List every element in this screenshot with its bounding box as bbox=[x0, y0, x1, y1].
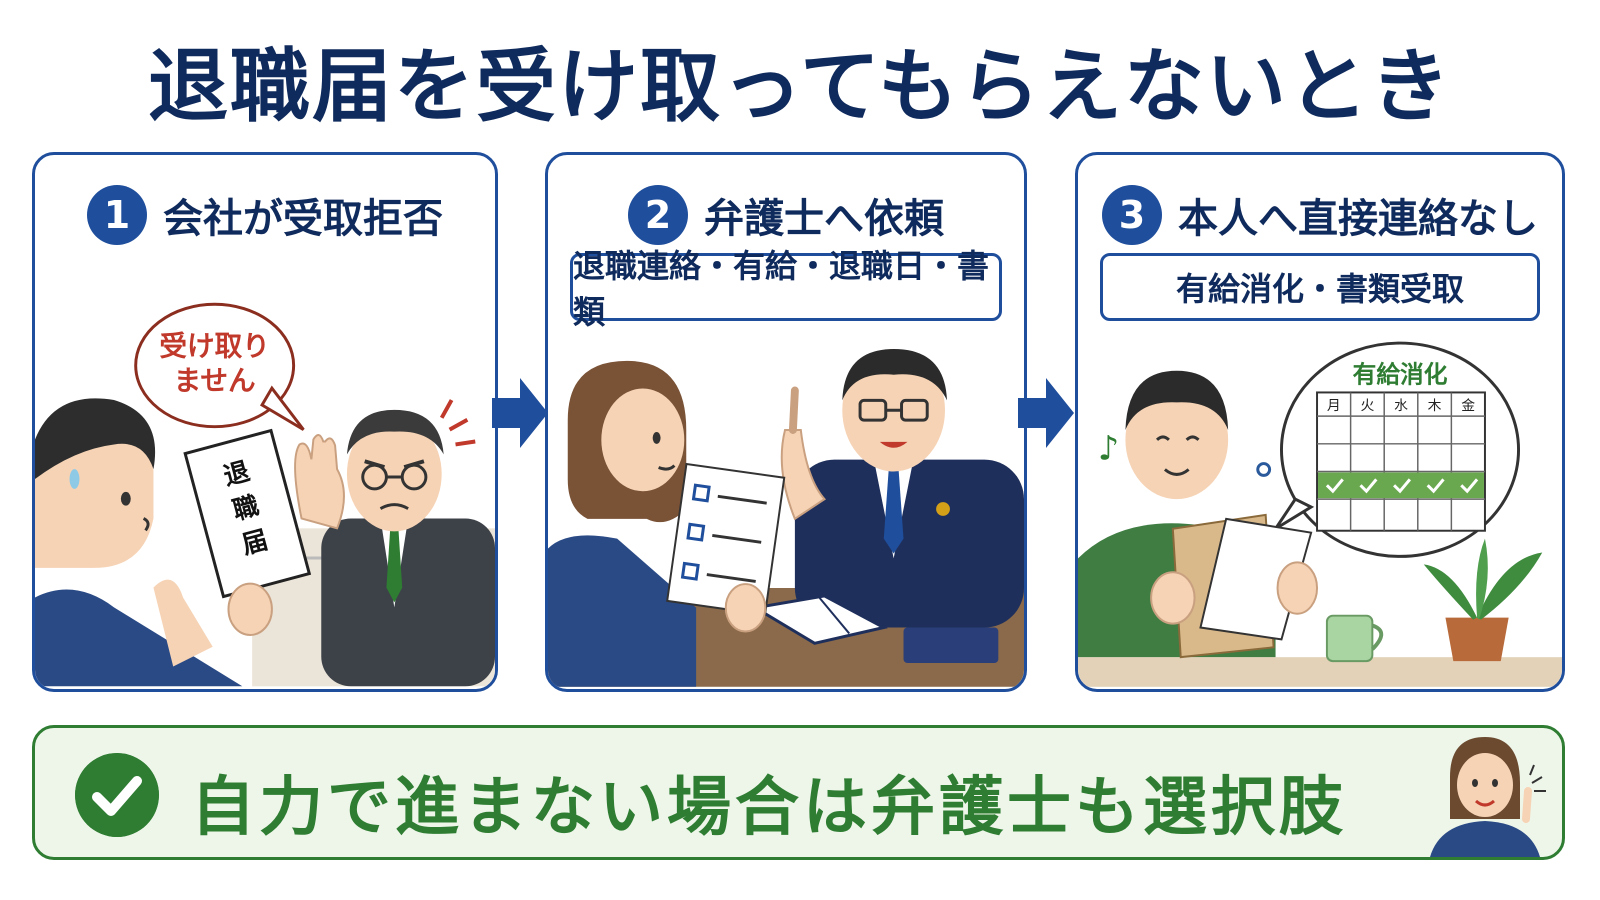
arrow-right-icon bbox=[1018, 378, 1074, 448]
weekday-wed: 水 bbox=[1394, 398, 1408, 414]
client-figure bbox=[548, 360, 697, 687]
step-title-3: 本人へ直接連絡なし bbox=[1178, 196, 1538, 242]
refusal-illustration: 受け取り ません 退 職 届 bbox=[35, 302, 495, 687]
weekday-mon: 月 bbox=[1327, 398, 1341, 414]
speech-line-2: ません bbox=[174, 364, 256, 397]
step-heading-2: 2 弁護士へ依頼 bbox=[548, 185, 1024, 245]
step-heading-3: 3 本人へ直接連絡なし bbox=[1078, 185, 1562, 245]
conclusion-banner: 自力で進まない場合は弁護士も選択肢 bbox=[32, 725, 1565, 860]
weekday-thu: 木 bbox=[1428, 398, 1442, 414]
step-number-2: 2 bbox=[628, 185, 688, 245]
step-heading-1: 1 会社が受取拒否 bbox=[35, 185, 495, 245]
step-number-3: 3 bbox=[1102, 185, 1162, 245]
music-note-icon: ♪ bbox=[1098, 429, 1119, 468]
arrow-right-icon bbox=[492, 378, 548, 448]
checklist-document bbox=[666, 462, 786, 616]
weekday-tue: 火 bbox=[1360, 398, 1374, 414]
check-icon bbox=[75, 753, 159, 837]
weekday-fri: 金 bbox=[1461, 398, 1475, 414]
speech-bubble: 受け取り ません bbox=[134, 302, 305, 431]
leave-check-icons bbox=[1325, 478, 1479, 494]
employee-figure bbox=[35, 398, 243, 687]
manager-figure bbox=[294, 399, 495, 687]
lawyer-figure bbox=[780, 349, 1024, 628]
plant-icon bbox=[1423, 538, 1543, 662]
resignation-letter: 退 職 届 bbox=[183, 428, 312, 599]
step-panel-2: 2 弁護士へ依頼 退職連絡・有給・退職日・書類 bbox=[545, 152, 1027, 692]
step-panel-1: 1 会社が受取拒否 受け取り ません bbox=[32, 152, 498, 692]
page-title: 退職届を受け取ってもらえないとき bbox=[148, 40, 1452, 133]
speech-line-1: 受け取り bbox=[159, 330, 270, 363]
step-panel-3: 3 本人へ直接連絡なし 有給消化・書類受取 有給消化 月 火 水 bbox=[1075, 152, 1565, 692]
presenter-avatar bbox=[1430, 737, 1546, 857]
step-subtitle-2: 退職連絡・有給・退職日・書類 bbox=[570, 247, 1002, 331]
open-book-icon bbox=[751, 594, 999, 664]
conclusion-text: 自力で進まない場合は弁護士も選択肢 bbox=[191, 771, 1347, 845]
step-number-1: 1 bbox=[87, 185, 147, 245]
home-illustration: 有給消化 月 火 水 木 金 bbox=[1078, 341, 1562, 687]
calendar-title: 有給消化 bbox=[1353, 361, 1448, 389]
step-subtitle-3: 有給消化・書類受取 bbox=[1100, 253, 1540, 321]
lawyer-consultation-illustration bbox=[548, 349, 1024, 687]
envelope-and-document bbox=[1171, 513, 1313, 659]
mug-icon bbox=[1325, 614, 1384, 663]
calendar-thought-bubble: 有給消化 月 火 水 木 金 bbox=[1256, 341, 1521, 558]
step-title-2: 弁護士へ依頼 bbox=[704, 196, 944, 242]
calendar-grid bbox=[1317, 392, 1485, 531]
step-title-1: 会社が受取拒否 bbox=[163, 196, 443, 242]
